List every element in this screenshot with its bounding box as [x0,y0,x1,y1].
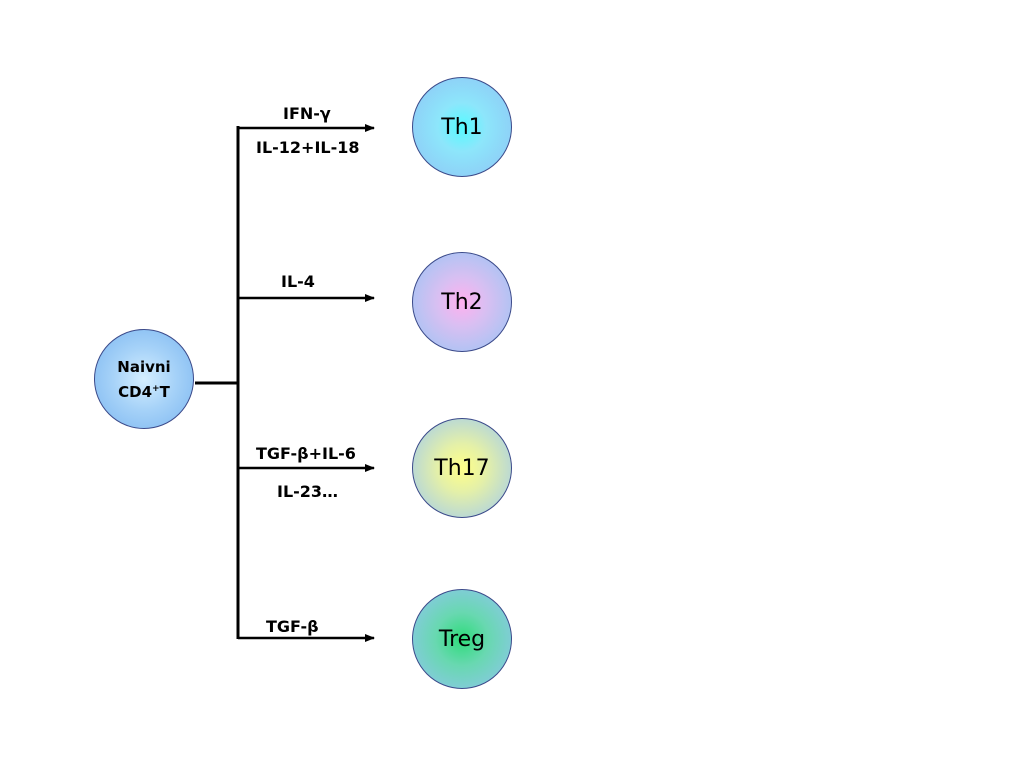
th17-cell-label: Th17 [434,455,490,481]
treg-cell-label: Treg [438,626,486,652]
naive-cell-line1: Naivni [117,357,171,376]
th17-label-below: IL-23… [277,482,339,501]
naive-cell-label: Naivni CD4+T [117,356,170,403]
th17-label-above: TGF-β+IL-6 [256,444,356,463]
th1-label-above: IFN-γ [283,104,331,123]
th1-cell: Th1 [412,77,512,177]
th2-cell-label: Th2 [441,289,483,315]
th1-label-below: IL-12+IL-18 [256,138,360,157]
th2-cell: Th2 [412,252,512,352]
th17-cell: Th17 [412,418,512,518]
treg-label-above: TGF-β [266,617,319,636]
th2-label-above: IL-4 [281,272,315,291]
naive-cd4-t-cell: Naivni CD4+T [94,329,194,429]
treg-cell: Treg [412,589,512,689]
naive-cell-line2: CD4+T [118,382,170,401]
th1-cell-label: Th1 [441,114,483,140]
